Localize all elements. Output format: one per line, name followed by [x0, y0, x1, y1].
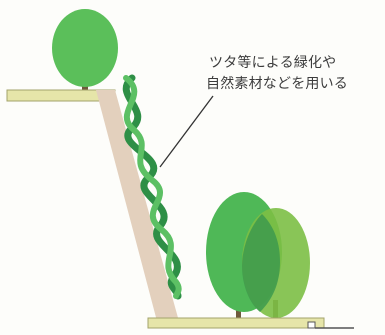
lower-tree-canopy-overlap [242, 214, 280, 312]
annotation-text-line-1: ツタ等による緑化や [209, 55, 337, 71]
retaining-wall [96, 90, 180, 325]
vine-greening [122, 74, 182, 300]
ground-marker [307, 321, 316, 329]
upper-tree-canopy [52, 9, 118, 87]
upper-tree [52, 9, 118, 92]
lower-ground-platform [147, 317, 325, 329]
annotation-text-line-2: 自然素材などを用いる [206, 76, 348, 92]
annotation-leader-line [159, 95, 214, 168]
vine-strand-light [123, 75, 182, 299]
lower-trees [206, 192, 310, 318]
